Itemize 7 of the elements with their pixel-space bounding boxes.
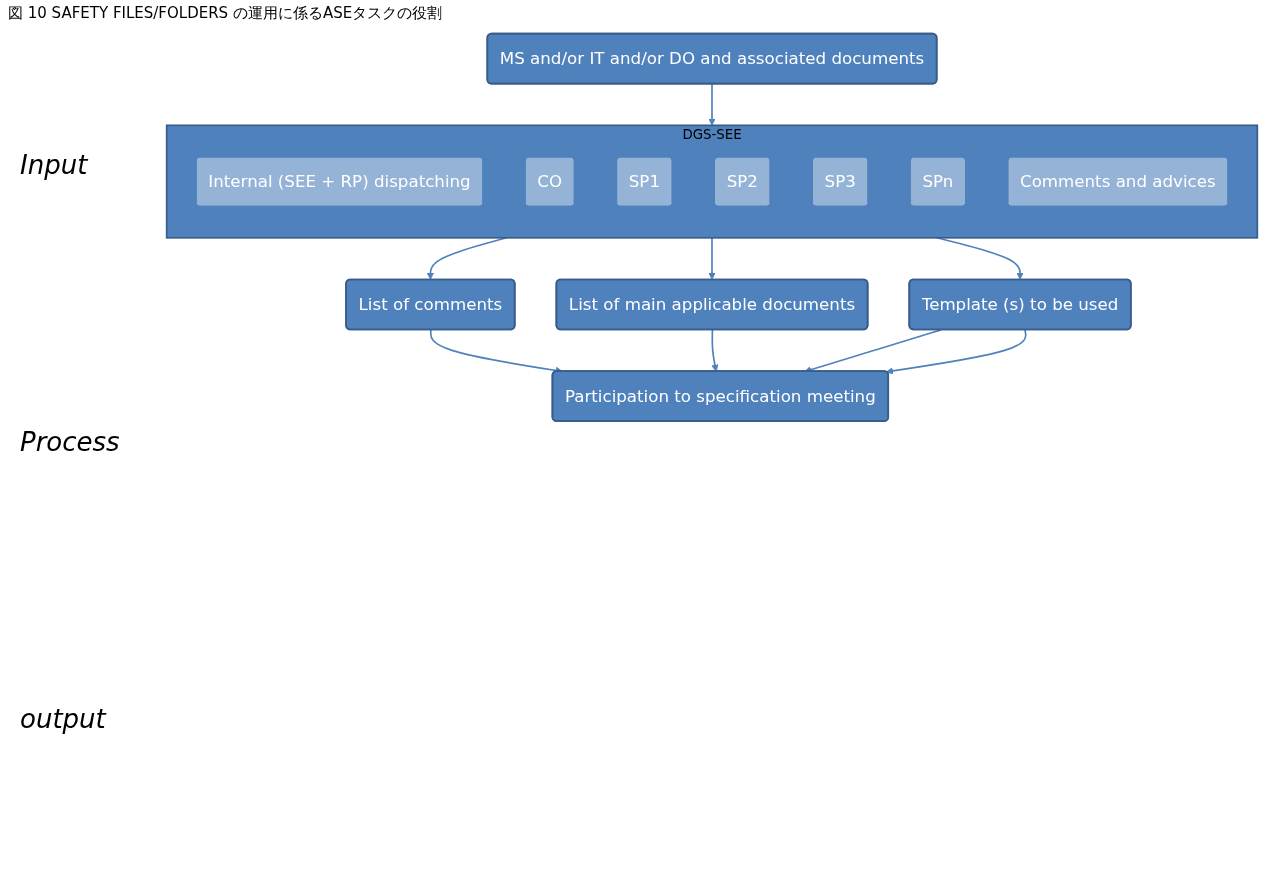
stage-label: output — [20, 703, 108, 734]
arrow — [708, 82, 716, 126]
figure-title: 図 10 SAFETY FILES/FOLDERS の運用に係るASEタスクの役割 — [7, 3, 444, 24]
arrow — [711, 329, 719, 372]
stage-label: Input — [20, 150, 89, 181]
stage-label: Process — [20, 427, 121, 457]
arrow — [708, 236, 716, 280]
